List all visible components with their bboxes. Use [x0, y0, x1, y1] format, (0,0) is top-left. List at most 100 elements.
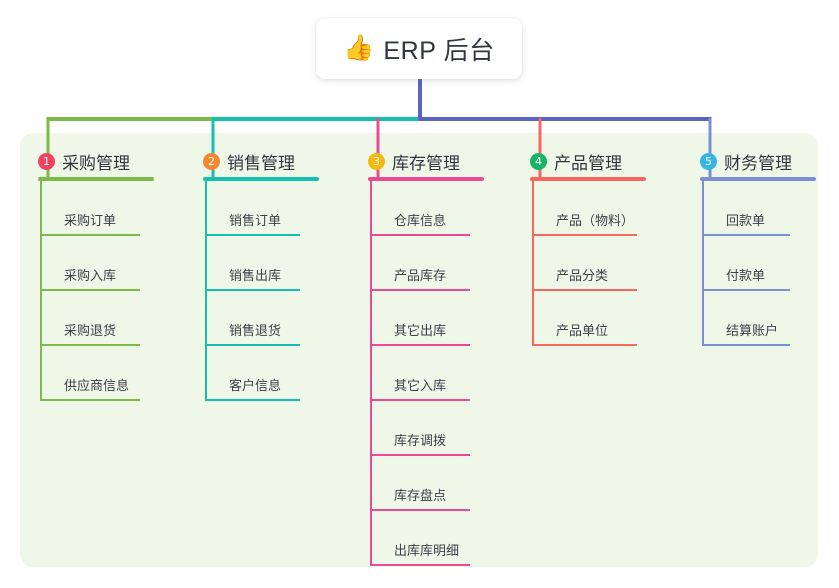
branch-item[interactable]: 采购退货: [38, 291, 154, 346]
branch-item-label: 产品（物料）: [556, 213, 635, 228]
branch-item-label: 仓库信息: [394, 213, 447, 228]
branch-item[interactable]: 其它入库: [368, 346, 484, 401]
branch-item-rule: [532, 344, 637, 346]
branch-item-label: 供应商信息: [64, 378, 130, 393]
branch-item-rule: [702, 344, 790, 346]
branch-spine: [205, 181, 207, 401]
branch-item[interactable]: 销售出库: [203, 236, 319, 291]
thumbs-up-icon: 👍: [343, 34, 375, 62]
branch-item-rule: [205, 344, 300, 346]
branch-item[interactable]: 销售退货: [203, 291, 319, 346]
branch-item[interactable]: 库存调拨: [368, 401, 484, 456]
branch-item[interactable]: 出库库明细: [368, 511, 484, 566]
branch-item-label: 客户信息: [229, 378, 282, 393]
branch-item-rule: [205, 399, 300, 401]
branch-item-label: 回款单: [726, 213, 766, 228]
branch-item-label: 其它出库: [394, 323, 447, 338]
branch-header-3[interactable]: 3 库存管理: [368, 150, 484, 173]
branch-column-2: 2 销售管理销售订单销售出库销售退货客户信息: [203, 150, 319, 401]
branch-item-label: 产品分类: [556, 268, 609, 283]
branch-number-badge: 2: [203, 152, 220, 170]
branch-item-label: 结算账户: [726, 323, 779, 338]
branch-item-label: 库存调拨: [394, 433, 447, 448]
branch-item-label: 销售订单: [229, 213, 282, 228]
branch-item-rule: [370, 289, 470, 291]
branch-item-rule: [370, 234, 470, 236]
root-title: ERP 后台: [383, 36, 495, 65]
branch-item-label: 采购入库: [64, 268, 117, 283]
branch-item-label: 产品库存: [394, 268, 447, 283]
branch-item-list: 采购订单采购入库采购退货供应商信息: [38, 181, 154, 401]
branch-item-rule: [702, 234, 790, 236]
branch-header-rule: [368, 177, 484, 181]
branch-number-badge: 3: [368, 152, 385, 170]
branch-item[interactable]: 回款单: [700, 181, 816, 236]
branch-item-rule: [370, 399, 470, 401]
branch-header-rule: [38, 177, 154, 181]
branch-item-rule: [40, 399, 140, 401]
branch-item-label: 付款单: [726, 268, 766, 283]
branch-header-4[interactable]: 4 产品管理: [530, 150, 646, 173]
branch-item[interactable]: 产品库存: [368, 236, 484, 291]
branch-spine: [702, 181, 704, 346]
branch-item-label: 采购退货: [64, 323, 117, 338]
branch-item-rule: [40, 344, 140, 346]
branch-title: 产品管理: [554, 153, 622, 173]
branch-item-label: 库存盘点: [394, 488, 447, 503]
branch-item[interactable]: 付款单: [700, 236, 816, 291]
branch-item-rule: [40, 289, 140, 291]
branch-header-2[interactable]: 2 销售管理: [203, 150, 319, 173]
branch-header-rule: [530, 177, 646, 181]
branch-column-4: 4 产品管理产品（物料） 产品分类产品单位: [530, 150, 646, 346]
branch-item-rule: [370, 509, 470, 511]
branch-title: 财务管理: [724, 153, 792, 173]
branch-item-list: 销售订单销售出库销售退货客户信息: [203, 181, 319, 401]
branch-header-rule: [700, 177, 816, 181]
branch-item-rule: [532, 289, 637, 291]
branch-title: 采购管理: [62, 153, 130, 173]
branch-item[interactable]: 产品分类: [530, 236, 646, 291]
branch-item[interactable]: 采购订单: [38, 181, 154, 236]
branch-number-badge: 5: [700, 152, 717, 170]
branch-item-label: 其它入库: [394, 378, 447, 393]
branch-header-5[interactable]: 5 财务管理: [700, 150, 816, 173]
branch-spine: [370, 181, 372, 566]
branch-item[interactable]: 库存盘点: [368, 456, 484, 511]
branches-panel: [20, 133, 818, 567]
branch-column-5: 5 财务管理回款单付款单结算账户: [700, 150, 816, 346]
branch-number-badge: 4: [530, 152, 547, 170]
branch-title: 库存管理: [392, 153, 460, 173]
branch-spine: [532, 181, 534, 346]
branch-spine: [40, 181, 42, 401]
branch-item[interactable]: 结算账户: [700, 291, 816, 346]
branch-item[interactable]: 销售订单: [203, 181, 319, 236]
branch-item-rule: [532, 234, 637, 236]
branch-item[interactable]: 其它出库: [368, 291, 484, 346]
branch-header-rule: [203, 177, 319, 181]
branch-item-rule: [370, 564, 470, 566]
branch-item-list: 回款单付款单结算账户: [700, 181, 816, 346]
branch-item[interactable]: 产品（物料）: [530, 181, 646, 236]
branch-item[interactable]: 仓库信息: [368, 181, 484, 236]
branch-item-label: 产品单位: [556, 323, 609, 338]
branch-item-rule: [40, 234, 140, 236]
branch-item-rule: [370, 344, 470, 346]
branch-column-3: 3 库存管理仓库信息产品库存其它出库其它入库库存调拨库存盘点出库库明细: [368, 150, 484, 566]
branch-item[interactable]: 产品单位: [530, 291, 646, 346]
branch-title: 销售管理: [227, 153, 295, 173]
branch-item-list: 产品（物料） 产品分类产品单位: [530, 181, 646, 346]
branch-item-label: 采购订单: [64, 213, 117, 228]
branch-item-label: 销售出库: [229, 268, 282, 283]
branch-item[interactable]: 供应商信息: [38, 346, 154, 401]
branch-item-rule: [205, 234, 300, 236]
branch-item-label: 销售退货: [229, 323, 282, 338]
branch-item-rule: [370, 454, 470, 456]
branch-item-label: 出库库明细: [394, 543, 460, 558]
root-node[interactable]: 👍 ERP 后台: [316, 18, 522, 79]
branch-item[interactable]: 客户信息: [203, 346, 319, 401]
branch-item-rule: [205, 289, 300, 291]
branch-item[interactable]: 采购入库: [38, 236, 154, 291]
